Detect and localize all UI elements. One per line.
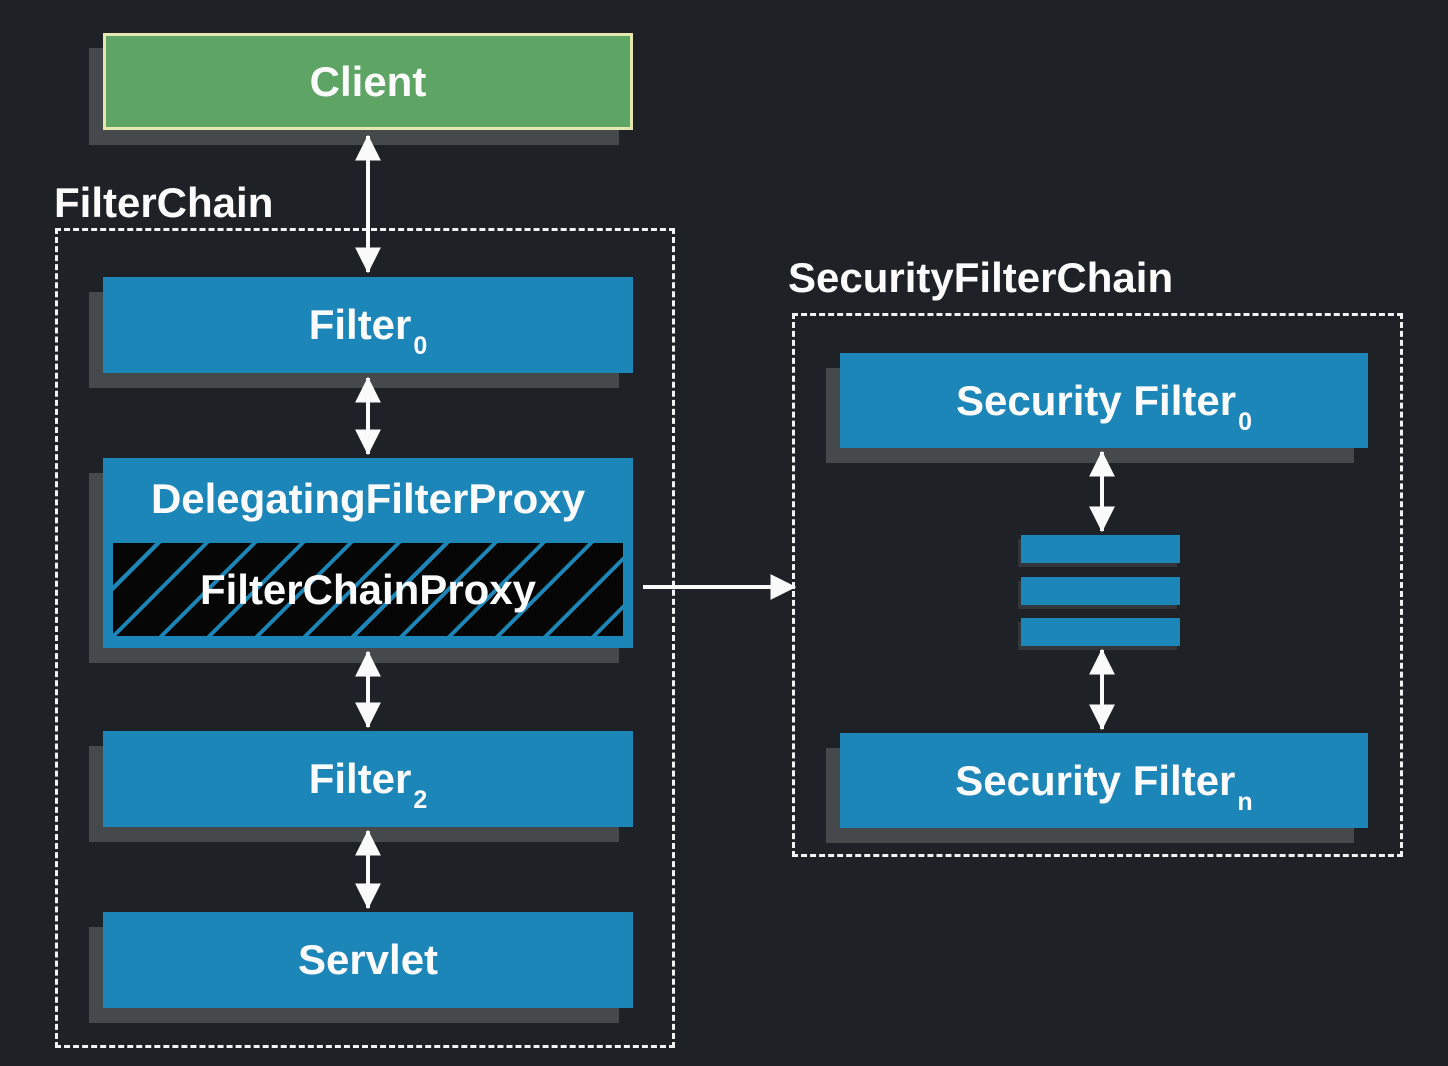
filter-chain-proxy-box: FilterChainProxy — [110, 540, 626, 639]
security-filter0-box: Security Filter0 — [840, 353, 1368, 448]
filter2-box: Filter2 — [103, 731, 633, 827]
filter0-label: Filter0 — [308, 301, 428, 359]
security-filter-n-label: Security Filtern — [955, 756, 1252, 814]
client-box: Client — [103, 33, 633, 130]
security-filterchain-group-label: SecurityFilterChain — [788, 254, 1174, 301]
delegating-filter-proxy-box: DelegatingFilterProxy FilterChainProxy — [103, 458, 633, 648]
filter2-subscript: 2 — [413, 786, 428, 814]
client-label: Client — [309, 57, 427, 105]
filter2-label: Filter2 — [308, 755, 428, 813]
filter0-label-text: Filter — [308, 301, 412, 348]
ellipsis-bar-3 — [1021, 618, 1180, 646]
servlet-label: Servlet — [297, 936, 439, 983]
security-filter0-label: Security Filter0 — [955, 376, 1252, 434]
delegating-filter-proxy-label: DelegatingFilterProxy — [150, 475, 586, 522]
security-filter0-label-text: Security Filter — [955, 376, 1237, 424]
filterchain-group-label: FilterChain — [54, 179, 274, 226]
filter-chain-proxy-label: FilterChainProxy — [199, 565, 537, 613]
filter0-subscript: 0 — [413, 332, 428, 360]
delegating-filter-proxy-title: DelegatingFilterProxy — [151, 458, 585, 540]
servlet-box: Servlet — [103, 912, 633, 1008]
security-filter-n-subscript: n — [1237, 787, 1253, 816]
security-filter-n-label-text: Security Filter — [955, 756, 1236, 804]
security-filter-n-box: Security Filtern — [840, 733, 1368, 828]
filter2-label-text: Filter — [308, 755, 412, 802]
ellipsis-bar-1 — [1021, 535, 1180, 563]
security-filter0-subscript: 0 — [1238, 407, 1252, 436]
ellipsis-bar-2 — [1021, 577, 1180, 605]
filter0-box: Filter0 — [103, 277, 633, 373]
